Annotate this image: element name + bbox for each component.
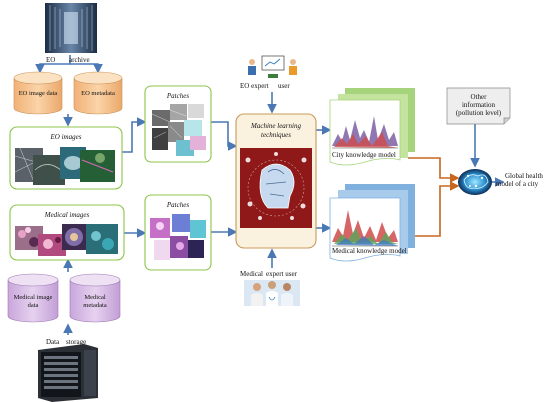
- medical-image-data-cylinder: [7, 273, 59, 323]
- ml-title-line1: Machine learning: [251, 122, 301, 130]
- other-info-line2: information: [461, 101, 496, 109]
- city-knowledge-label: City knowledge model: [332, 151, 396, 159]
- city-knowledge-model: [329, 88, 415, 166]
- data-storage-label-1: Data: [46, 338, 60, 346]
- other-information-note: [446, 87, 511, 125]
- medical-expert-label-1: Medical: [240, 270, 263, 278]
- medical-knowledge-model: [329, 184, 415, 262]
- other-info-line3: (pollution level): [455, 109, 502, 117]
- server-rack-icon: [38, 344, 98, 402]
- eo-metadata-cylinder: [73, 71, 123, 115]
- medical-team-icon: [244, 280, 300, 306]
- other-info-line1: Other: [470, 93, 487, 101]
- medical-images-title: Medical images: [44, 211, 90, 219]
- ml-title-line2: techniques: [261, 131, 291, 139]
- patches-bottom-box: [144, 194, 212, 271]
- eo-metadata-label: EO metadata: [81, 90, 115, 97]
- medical-metadata-cylinder: [69, 273, 121, 323]
- medical-knowledge-label: Medical knowledge model: [332, 247, 407, 255]
- patches-bottom-title: Patches: [166, 201, 190, 209]
- medical-images-box: [9, 204, 125, 261]
- presentation-users-icon: [248, 55, 297, 78]
- eo-archive-label-2: archive: [69, 56, 90, 64]
- medical-expert-label-2: expert user: [266, 270, 297, 278]
- ml-techniques-box: [235, 113, 317, 249]
- flow-arrows: [35, 55, 505, 335]
- eo-archive-label-1: EO: [46, 56, 56, 64]
- eo-images-title: EO images: [50, 133, 82, 141]
- medical-image-data-label: Medical image data: [13, 294, 53, 309]
- global-health-line1: Global health: [505, 172, 543, 180]
- brain-network-icon: [458, 169, 492, 195]
- eo-image-data-cylinder: [13, 71, 63, 115]
- patches-top-box: [144, 85, 212, 163]
- eo-expert-label-1: EO expert: [240, 82, 269, 90]
- medical-metadata-label: Medical metadata: [83, 294, 107, 309]
- eo-image-data-label: EO image data: [18, 90, 58, 97]
- eo-expert-label-2: user: [278, 82, 290, 90]
- data-storage-label-2: storage: [66, 338, 87, 346]
- global-health-line2: model of a city: [496, 180, 539, 188]
- eo-images-box: [9, 126, 123, 190]
- patches-top-title: Patches: [166, 92, 190, 100]
- server-room-photo: [45, 3, 97, 53]
